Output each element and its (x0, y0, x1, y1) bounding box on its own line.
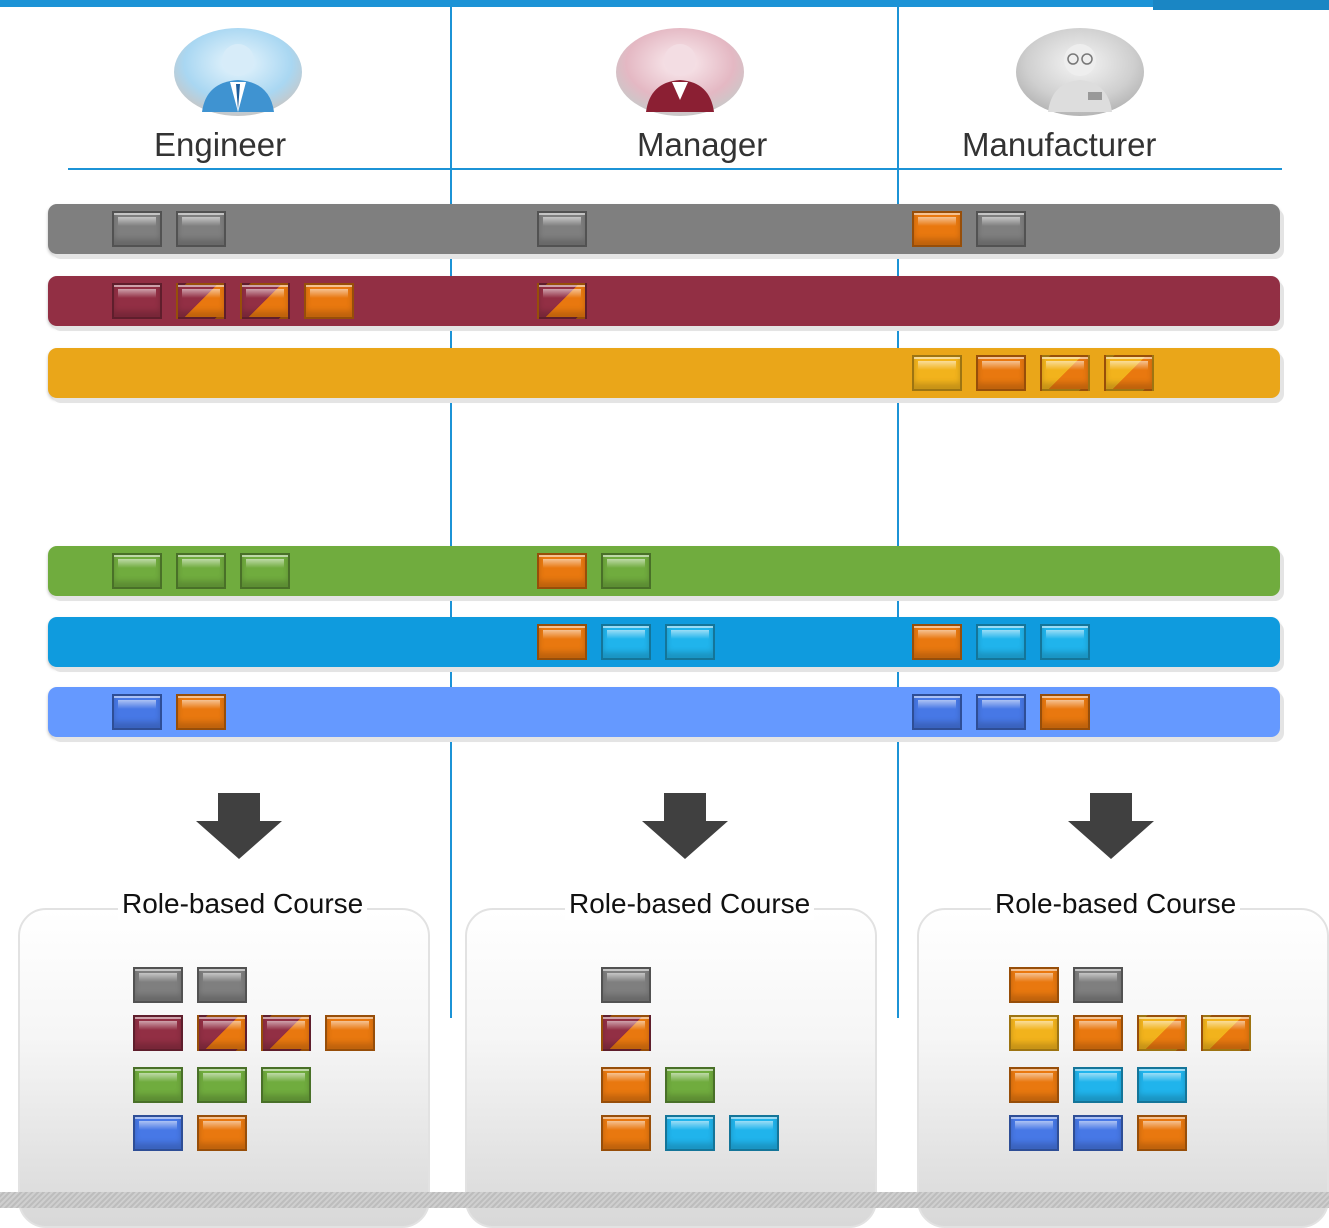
module-block-orange (1009, 1067, 1059, 1103)
module-block-orange (325, 1015, 375, 1051)
course-title-engineer: Role-based Course (118, 888, 368, 920)
module-block-maroon-orange (537, 283, 587, 319)
module-block-royal (912, 694, 962, 730)
module-block-sky (1137, 1067, 1187, 1103)
module-block-sky (665, 1115, 715, 1151)
top-accent-bar (0, 0, 1329, 7)
top-accent-tab (1153, 0, 1329, 10)
module-block-yellow (1009, 1015, 1059, 1051)
down-arrow-icon (196, 793, 282, 859)
module-block-maroon-orange (261, 1015, 311, 1051)
module-block-orange (1137, 1115, 1187, 1151)
module-block-royal (1073, 1115, 1123, 1151)
module-block-sky (1040, 624, 1090, 660)
module-block-yellow-orange (1104, 355, 1154, 391)
manufacturer-avatar-icon (1014, 26, 1146, 118)
floor-texture (0, 1192, 1329, 1208)
module-block-gray (976, 211, 1026, 247)
down-arrow-icon (642, 793, 728, 859)
module-block-gray (176, 211, 226, 247)
module-block-royal (133, 1115, 183, 1151)
module-block-gray (112, 211, 162, 247)
module-block-green (240, 553, 290, 589)
module-block-green (197, 1067, 247, 1103)
module-block-green (176, 553, 226, 589)
module-block-gray (133, 967, 183, 1003)
down-arrow-icon (1068, 793, 1154, 859)
manager-avatar-icon (614, 26, 746, 118)
module-block-orange (537, 553, 587, 589)
engineer-avatar-icon (172, 26, 304, 118)
header-divider (68, 168, 1282, 170)
module-block-orange (976, 355, 1026, 391)
module-block-royal (976, 694, 1026, 730)
module-block-maroon (133, 1015, 183, 1051)
module-block-royal (1009, 1115, 1059, 1151)
module-block-orange (1073, 1015, 1123, 1051)
module-block-green (601, 553, 651, 589)
role-label-engineer: Engineer (154, 126, 287, 163)
module-block-sky (729, 1115, 779, 1151)
role-label-manufacturer: Manufacturer (962, 126, 1157, 163)
module-block-orange (601, 1067, 651, 1103)
module-block-royal (112, 694, 162, 730)
module-block-sky (665, 624, 715, 660)
module-block-sky (976, 624, 1026, 660)
module-block-yellow-orange (1040, 355, 1090, 391)
module-block-orange (601, 1115, 651, 1151)
module-block-gray (537, 211, 587, 247)
module-block-green (133, 1067, 183, 1103)
module-block-gray (197, 967, 247, 1003)
module-block-orange (304, 283, 354, 319)
module-band-maroon (48, 276, 1280, 326)
module-block-maroon-orange (601, 1015, 651, 1051)
module-block-orange (197, 1115, 247, 1151)
module-band-periwinkle (48, 687, 1280, 737)
module-block-maroon-orange (176, 283, 226, 319)
module-block-green (261, 1067, 311, 1103)
module-block-orange (912, 211, 962, 247)
column-divider-1 (450, 0, 452, 1018)
module-block-yellow-orange (1137, 1015, 1187, 1051)
course-box-manufacturer (917, 908, 1329, 1228)
module-block-orange (1009, 967, 1059, 1003)
module-band-green (48, 546, 1280, 596)
module-block-yellow (912, 355, 962, 391)
module-band-amber (48, 348, 1280, 398)
module-block-orange (176, 694, 226, 730)
module-block-orange (537, 624, 587, 660)
module-block-yellow-orange (1201, 1015, 1251, 1051)
module-block-gray (1073, 967, 1123, 1003)
module-block-sky (1073, 1067, 1123, 1103)
module-block-sky (601, 624, 651, 660)
column-divider-2 (897, 0, 899, 1018)
module-block-maroon-orange (240, 283, 290, 319)
module-block-orange (912, 624, 962, 660)
module-block-green (665, 1067, 715, 1103)
role-label-manager: Manager (637, 126, 768, 163)
module-block-gray (601, 967, 651, 1003)
module-band-gray (48, 204, 1280, 254)
module-block-maroon (112, 283, 162, 319)
module-block-orange (1040, 694, 1090, 730)
course-title-manager: Role-based Course (565, 888, 815, 920)
module-band-cyan (48, 617, 1280, 667)
module-block-maroon-orange (197, 1015, 247, 1051)
course-title-manufacturer: Role-based Course (991, 888, 1241, 920)
module-block-green (112, 553, 162, 589)
